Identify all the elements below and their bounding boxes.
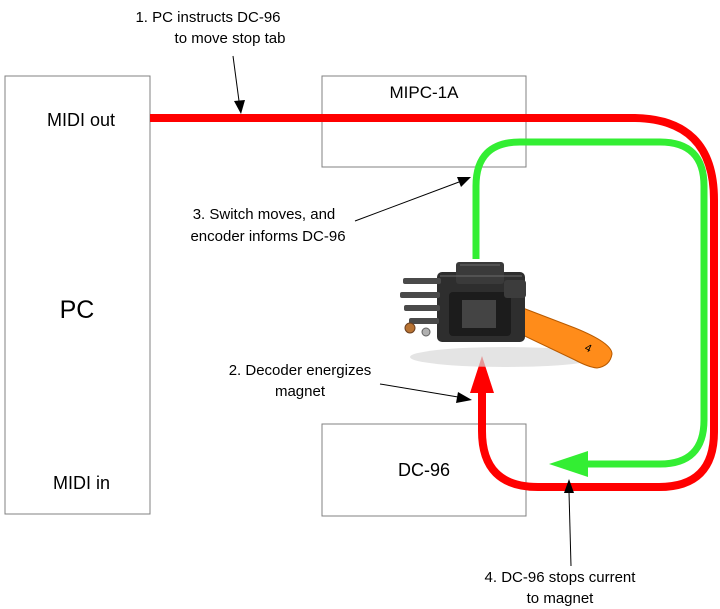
step3-line2: encoder informs DC-96 [190, 228, 345, 245]
step1-line2: to move stop tab [175, 30, 286, 47]
step2-annotation: 2. Decoder energizes magnet [229, 362, 472, 403]
step3-pointer-head [457, 177, 471, 187]
step4-annotation: 4. DC-96 stops current to magnet [485, 479, 637, 607]
green-arrowhead [549, 451, 588, 477]
red-arrowhead [470, 356, 494, 393]
dc96-title: DC-96 [398, 460, 450, 480]
step3-annotation: 3. Switch moves, and encoder informs DC-… [190, 177, 471, 245]
pc-title: PC [60, 296, 95, 324]
step3-pointer [354, 181, 460, 222]
step2-line2: magnet [275, 383, 326, 400]
step1-pointer-head [234, 100, 245, 114]
tab-number: 4 [583, 342, 594, 355]
step2-pointer-head [456, 392, 472, 403]
midi-in-label: MIDI in [53, 473, 110, 493]
step4-line1: 4. DC-96 stops current [485, 569, 637, 586]
step3-line1: 3. Switch moves, and [193, 206, 336, 223]
pc-box: PC MIDI out MIDI in [4, 75, 151, 515]
step1-line1: 1. PC instructs DC-96 [135, 9, 280, 26]
mipc-title: MIPC-1A [390, 83, 460, 102]
step1-pointer [232, 55, 240, 102]
step4-pointer-head [564, 479, 574, 493]
step1-annotation: 1. PC instructs DC-96 to move stop tab [135, 9, 285, 114]
step2-line1: 2. Decoder energizes [229, 362, 372, 379]
step4-pointer [568, 491, 572, 567]
midi-out-label: MIDI out [47, 110, 115, 130]
orange-stop-tab [511, 304, 613, 369]
step4-line2: to magnet [527, 590, 595, 607]
step2-pointer [379, 383, 459, 398]
red-signal-path [150, 114, 718, 491]
green-signal-path [472, 138, 708, 468]
stop-tab-magnet-photo-icon: 4 [400, 262, 613, 369]
